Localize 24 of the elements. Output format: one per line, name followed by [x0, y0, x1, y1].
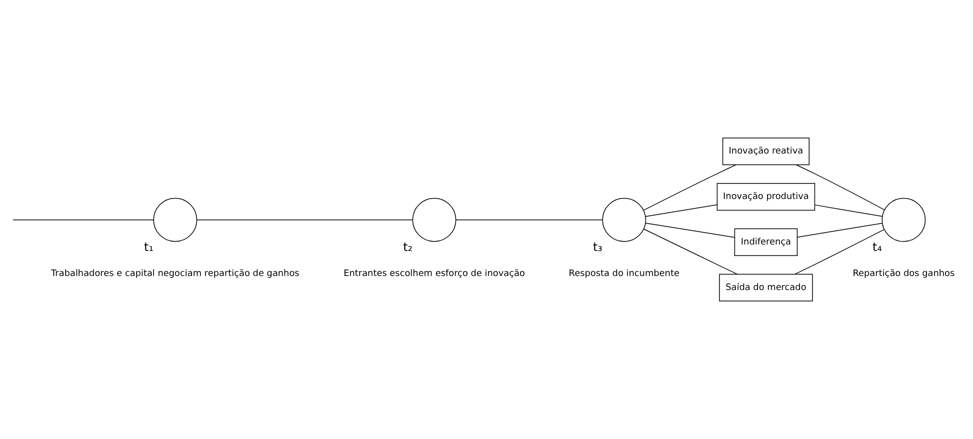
- node-label: t₂: [403, 240, 413, 254]
- node-label: Repartição dos ganhos: [852, 268, 955, 279]
- connector: [796, 222, 883, 238]
- connector: [794, 229, 884, 275]
- node-box: Indiferença: [734, 228, 798, 256]
- node-label: Trabalhadores e capital negociam repartição de ganhos: [51, 268, 300, 279]
- node-label: Resposta do incumbente: [568, 268, 680, 279]
- node-circle: [602, 198, 646, 242]
- node-label: t₃: [592, 240, 602, 254]
- connector: [645, 204, 718, 217]
- connector: [644, 228, 738, 275]
- connector: [814, 204, 883, 217]
- connector: [796, 164, 885, 210]
- node-box: Inovação reativa: [722, 138, 810, 166]
- node-label: t₁: [144, 240, 154, 254]
- node-circle: [153, 198, 198, 242]
- node-circle: [882, 198, 926, 242]
- connector: [645, 222, 735, 238]
- node-label: t₄: [872, 240, 882, 254]
- node-box: Inovação produtiva: [716, 183, 816, 211]
- node-label: Entrantes escolhem esforço de inovação: [344, 268, 525, 279]
- connector: [643, 164, 736, 211]
- node-box: Saída do mercado: [719, 274, 813, 302]
- node-circle: [412, 198, 456, 242]
